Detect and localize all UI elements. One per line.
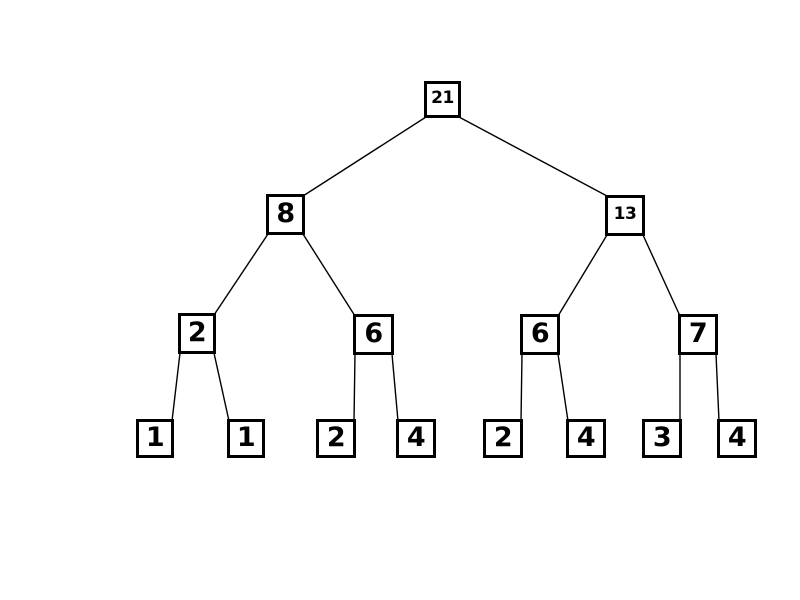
tree-node-leaf[interactable]: 3: [642, 419, 682, 458]
tree-node-leaf[interactable]: 1: [136, 419, 174, 458]
tree-node-leaf[interactable]: 2: [316, 419, 356, 458]
tree-edge: [557, 353, 569, 422]
tree-edge: [458, 116, 608, 197]
tree-node[interactable]: 6: [520, 314, 560, 355]
tree-node-root[interactable]: 21: [424, 81, 461, 118]
tree-node-label: 7: [688, 318, 708, 349]
tree-node-label: 4: [727, 422, 747, 453]
tree-node[interactable]: 2: [178, 313, 216, 354]
tree-edge: [391, 353, 399, 422]
tree-node-label: 3: [652, 422, 672, 453]
tree-edge: [213, 233, 269, 316]
tree-edge: [213, 352, 230, 422]
tree-edge: [520, 353, 523, 422]
tree-edge: [171, 352, 181, 422]
tree-node-leaf[interactable]: 4: [396, 419, 436, 458]
tree-node-label: 13: [613, 204, 637, 224]
tree-node-leaf[interactable]: 1: [227, 419, 265, 458]
tree-edge: [302, 116, 427, 197]
tree-node-label: 1: [145, 422, 165, 453]
tree-node-leaf[interactable]: 4: [717, 419, 757, 458]
tree-node[interactable]: 6: [353, 314, 394, 355]
tree-node-label: 21: [431, 88, 454, 108]
tree-node[interactable]: 8: [266, 194, 305, 235]
tree-node-label: 4: [576, 422, 596, 453]
tree-node-label: 6: [364, 318, 383, 349]
tree-node[interactable]: 7: [678, 314, 718, 355]
tree-node-label: 6: [530, 318, 550, 349]
tree-node-label: 1: [236, 422, 256, 453]
tree-node[interactable]: 13: [605, 195, 645, 236]
tree-node-leaf[interactable]: 2: [483, 419, 523, 458]
tree-edge: [353, 353, 356, 422]
tree-edge: [302, 233, 356, 317]
tree-node-leaf[interactable]: 4: [566, 419, 606, 458]
tree-node-label: 4: [406, 422, 426, 453]
tree-edge: [715, 353, 720, 422]
tree-edge: [642, 234, 681, 317]
tree-node-label: 8: [276, 198, 295, 229]
tree-node-label: 2: [187, 317, 207, 348]
tree-node-label: 2: [326, 422, 346, 453]
tree-edge: [557, 234, 608, 317]
tree-node-label: 2: [493, 422, 513, 453]
